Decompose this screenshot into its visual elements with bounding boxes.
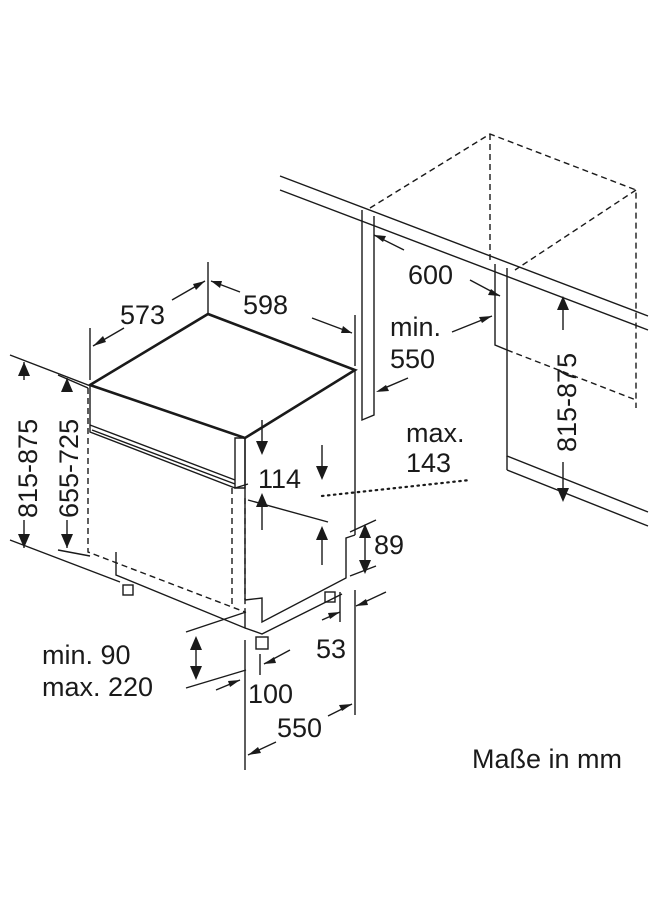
label-niche-height: 815-875	[552, 353, 582, 452]
label-niche-depth-min: min.	[390, 312, 441, 342]
label-feet-53: 53	[316, 634, 346, 664]
dimension-labels: 573 598 600 min. 550 815-875 815-875 655…	[13, 260, 622, 774]
label-plinth-89: 89	[374, 530, 404, 560]
label-plinth-max: max. 220	[42, 672, 153, 702]
label-depth-573: 573	[120, 300, 165, 330]
label-panel-114: 114	[258, 464, 301, 494]
label-height-total: 815-875	[13, 419, 43, 518]
caption-units: Maße in mm	[472, 744, 622, 774]
label-height-body: 655-725	[54, 419, 84, 518]
dishwasher-body	[86, 312, 358, 650]
label-door-100: 100	[248, 679, 293, 709]
label-plinth-min: min. 90	[42, 640, 131, 670]
label-panel-max: max.	[406, 418, 465, 448]
label-depth-550: 550	[277, 713, 322, 743]
installation-niche	[279, 133, 649, 527]
label-panel-143: 143	[406, 448, 451, 478]
label-width-598: 598	[243, 290, 288, 320]
label-niche-depth-550: 550	[390, 344, 435, 374]
label-niche-width-600: 600	[408, 260, 453, 290]
dimension-lines	[9, 234, 569, 770]
